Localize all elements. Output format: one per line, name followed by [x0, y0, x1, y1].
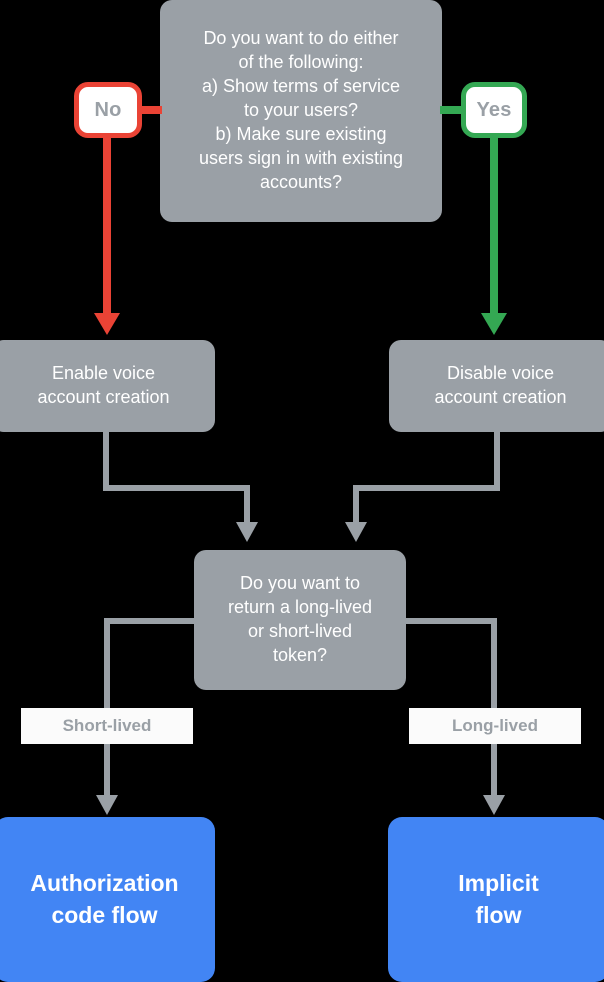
- arrowhead-no-to-enable-voice: [94, 313, 120, 335]
- decision-node-token-lifetime[interactable]: Do you want to return a long-lived or sh…: [194, 550, 406, 690]
- connector-yes-vertical: [490, 136, 498, 317]
- connector-yes-to-decision: [440, 106, 462, 114]
- action-node-disable-voice-account-creation-label: Disable voice account creation: [434, 363, 567, 407]
- terminal-node-authorization-code-flow-label: Authorization code flow: [30, 870, 179, 928]
- arrowhead-enable-voice-to-token-decision: [236, 522, 258, 542]
- connector-token-left-horizontal: [104, 618, 200, 624]
- arrowhead-short-lived-to-authorization-code-flow: [96, 795, 118, 815]
- terminal-node-authorization-code-flow[interactable]: Authorization code flow: [0, 817, 215, 982]
- connector-enable-voice-down: [103, 432, 109, 490]
- connector-disable-voice-horizontal: [353, 485, 500, 491]
- connector-enable-voice-horizontal: [103, 485, 250, 491]
- arrowhead-disable-voice-to-token-decision: [345, 522, 367, 542]
- arrowhead-long-lived-to-implicit-flow: [483, 795, 505, 815]
- edge-label-short-lived[interactable]: Short-lived: [21, 708, 193, 744]
- branch-badge-yes-label: Yes: [476, 98, 512, 121]
- connector-token-right-horizontal: [400, 618, 496, 624]
- branch-badge-no-label: No: [94, 98, 122, 121]
- arrowhead-yes-to-disable-voice: [481, 313, 507, 335]
- connector-disable-voice-into-token: [353, 485, 359, 525]
- connector-no-vertical: [103, 136, 111, 317]
- edge-label-long-lived-text: Long-lived: [452, 716, 538, 735]
- action-node-enable-voice-account-creation-label: Enable voice account creation: [37, 363, 170, 407]
- branch-badge-yes[interactable]: Yes: [461, 82, 527, 138]
- action-node-disable-voice-account-creation[interactable]: Disable voice account creation: [389, 340, 604, 432]
- decision-node-terms-of-service-label: Do you want to do either of the followin…: [198, 28, 404, 192]
- connector-enable-voice-into-token: [244, 485, 250, 525]
- branch-badge-no[interactable]: No: [74, 82, 142, 138]
- decision-node-terms-of-service[interactable]: Do you want to do either of the followin…: [160, 0, 442, 222]
- terminal-node-implicit-flow[interactable]: Implicit flow: [388, 817, 604, 982]
- connector-no-to-decision: [140, 106, 162, 114]
- terminal-node-implicit-flow-label: Implicit flow: [458, 870, 539, 928]
- connector-disable-voice-down: [494, 432, 500, 490]
- action-node-enable-voice-account-creation[interactable]: Enable voice account creation: [0, 340, 215, 432]
- edge-label-long-lived[interactable]: Long-lived: [409, 708, 581, 744]
- decision-node-token-lifetime-label: Do you want to return a long-lived or sh…: [227, 573, 373, 665]
- edge-label-short-lived-text: Short-lived: [62, 716, 152, 735]
